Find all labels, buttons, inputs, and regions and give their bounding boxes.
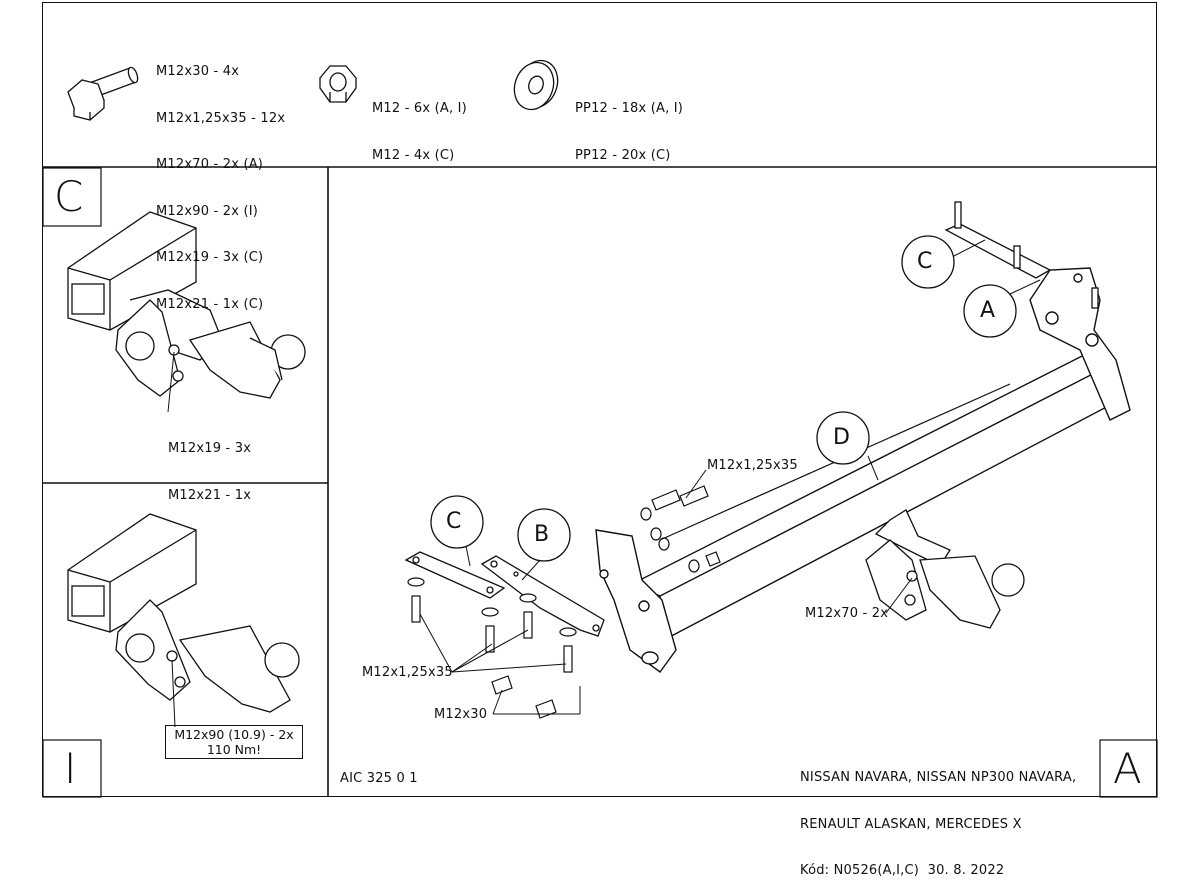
vehicle-list: NISSAN NAVARA, NISSAN NP300 NAVARA, RENA… xyxy=(800,739,1076,894)
panel-i-letter-box xyxy=(42,739,102,798)
panel-c-label: M12x21 - 1x xyxy=(168,487,252,503)
panel-c-leader-line xyxy=(167,351,175,413)
bolt-legend-line: M12x21 - 1x (C) xyxy=(156,296,264,312)
bolt-legend-line: M12x19 - 3x (C) xyxy=(156,250,264,265)
main-letter: A xyxy=(1113,744,1142,793)
callout-d xyxy=(816,411,870,465)
callout-c-bottom-label: C xyxy=(446,509,462,534)
label-m12x125x35-bottom: M12x1,25x35 xyxy=(362,665,453,680)
assembly-drawing xyxy=(42,59,1158,798)
washer-legend: PP12 - 18x (A, I) PP12 - 20x (C) xyxy=(575,70,683,179)
drawing-code: AIC 325 0 1 xyxy=(340,771,418,786)
callout-b-label: B xyxy=(534,522,550,547)
callout-c-bottom xyxy=(430,495,484,549)
main-letter-box xyxy=(1099,739,1158,798)
panel-i-letter: I xyxy=(64,744,77,793)
bolt-legend-line: M12x70 - 2x (A) xyxy=(156,157,264,172)
bottom-bolts xyxy=(407,577,577,719)
label-m12x30: M12x30 xyxy=(434,707,488,722)
nut-legend-line: M12 - 4x (C) xyxy=(372,147,455,163)
callout-b xyxy=(517,508,571,562)
panel-i-hitch-illustration xyxy=(67,513,300,713)
bracket-plate-b xyxy=(480,555,605,637)
vehicles-line2: RENAULT ALASKAN, MERCEDES X xyxy=(800,816,1022,832)
callout-a-label: A xyxy=(980,298,996,323)
panel-c-labels: M12x19 - 3x M12x21 - 1x xyxy=(168,410,251,519)
vehicles-line1: NISSAN NAVARA, NISSAN NP300 NAVARA, xyxy=(800,770,1077,785)
washer-legend-line: PP12 - 18x (A, I) xyxy=(575,101,684,116)
left-bracket-plate xyxy=(595,529,677,673)
ball-hitch-main xyxy=(865,509,1025,629)
panel-i-torque-note: M12x90 (10.9) - 2x 110 Nm! xyxy=(165,725,303,759)
panel-c-letter: C xyxy=(54,172,84,221)
bracket-plate-c-bottom xyxy=(404,551,506,599)
label-m12x70: M12x70 - 2x xyxy=(805,606,889,621)
label-m12x125x35-top: M12x1,25x35 xyxy=(707,458,798,473)
bolt-legend: M12x30 - 4x M12x1,25x35 - 12x M12x70 - 2… xyxy=(156,33,285,328)
callout-d-label: D xyxy=(833,425,851,450)
nut-legend: M12 - 6x (A, I) M12 - 4x (C) xyxy=(372,70,467,179)
callout-c-top xyxy=(901,235,955,289)
bolt-legend-line: M12x30 - 4x xyxy=(156,64,240,79)
bracket-plate-c-top xyxy=(944,201,1099,309)
right-bracket-a xyxy=(1029,267,1131,421)
callout-a xyxy=(963,284,1017,338)
panel-c-letter-box xyxy=(42,167,102,227)
bolt-legend-line: M12x1,25x35 - 12x xyxy=(156,110,286,126)
bolt-legend-line: M12x90 - 2x (I) xyxy=(156,203,259,219)
kod-line: Kód: N0526(A,I,C) 30. 8. 2022 xyxy=(800,863,1005,878)
washer-legend-line: PP12 - 20x (C) xyxy=(575,147,671,163)
panel-c-hitch-illustration xyxy=(67,211,306,399)
panel-c-label: M12x19 - 3x xyxy=(168,441,252,456)
panel-i-note-line2: 110 Nm! xyxy=(206,742,262,757)
nut-legend-line: M12 - 6x (A, I) xyxy=(372,101,467,116)
panel-i-leader-line xyxy=(171,659,176,728)
callout-c-top-label: C xyxy=(917,249,933,274)
nut-icon xyxy=(319,65,357,103)
washer-icon xyxy=(513,59,559,111)
drawing-frame xyxy=(42,2,1157,797)
bolt-icon xyxy=(67,66,139,121)
panel-i-note-line1: M12x90 (10.9) - 2x xyxy=(174,727,294,742)
